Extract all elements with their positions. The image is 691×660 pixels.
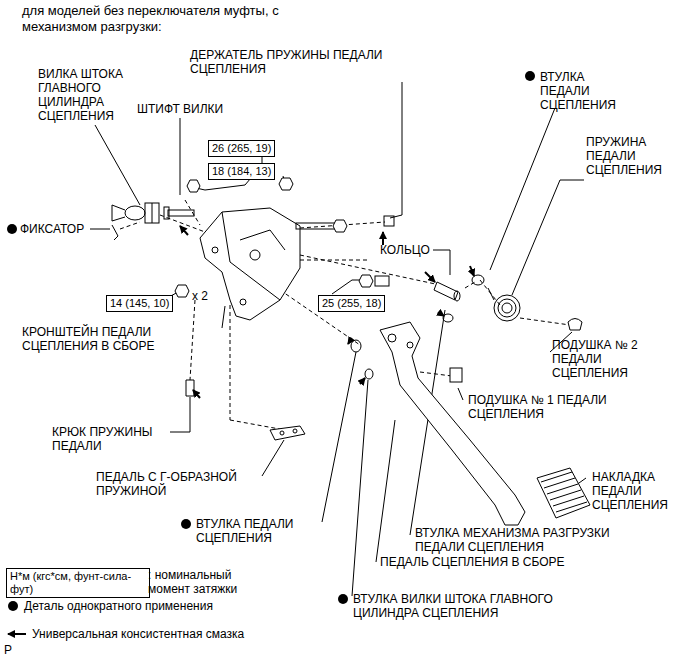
- torque-value: 26 (265, 19): [212, 142, 271, 154]
- part-label: КОЛЬЦО: [380, 243, 435, 257]
- torque-box: Н*м (кгс*см, фунт-сила-фут): [6, 568, 150, 598]
- torque-box: 25 (255, 18): [318, 295, 385, 312]
- part-label: ПОДУШКА № 1 ПЕДАЛИ СЦЕПЛЕНИЯ: [468, 393, 638, 421]
- part-label: ВИЛКА ШТОКА ГЛАВНОГО ЦИЛИНДРА СЦЕПЛЕНИЯ: [38, 67, 150, 123]
- part-label: ПЕДАЛЬ С Г-ОБРАЗНОЙ ПРУЖИНОЙ: [96, 470, 266, 498]
- part-label: ВТУЛКА ВИЛКИ ШТОКА ГЛАВНОГО ЦИЛИНДРА СЦЕ…: [353, 592, 563, 620]
- legend-text: Универсальная консистентная смазка: [32, 627, 332, 641]
- part-label: x 2: [192, 289, 222, 303]
- part-label: ШТИФТ ВИЛКИ: [137, 102, 237, 116]
- part-label: ВТУЛКА МЕХАНИЗМА РАЗГРУЗКИ ПЕДАЛИ СЦЕПЛЕ…: [415, 526, 630, 554]
- part-label: ПЕДАЛЬ СЦЕПЛЕНИЯ В СБОРЕ: [380, 555, 590, 569]
- torque-value: 25 (255, 18): [322, 297, 381, 309]
- part-label: КРЮК ПРУЖИНЫ ПЕДАЛИ: [52, 425, 172, 453]
- part-label: НАКЛАДКА ПЕДАЛИ СЦЕПЛЕНИЯ: [592, 470, 680, 512]
- part-label: : номинальный момент затяжки: [148, 568, 258, 596]
- torque-box: 26 (265, 19): [208, 140, 275, 157]
- part-label: ВТУЛКА ПЕДАЛИ СЦЕПЛЕНИЯ: [540, 70, 632, 112]
- part-label: ПРУЖИНА ПЕДАЛИ СЦЕПЛЕНИЯ: [586, 135, 674, 177]
- part-label: ПОДУШКА № 2 ПЕДАЛИ СЦЕПЛЕНИЯ: [552, 338, 657, 380]
- torque-box: 18 (184, 13): [208, 163, 275, 180]
- part-label: ДЕРЖАТЕЛЬ ПРУЖИНЫ ПЕДАЛИ СЦЕПЛЕНИЯ: [190, 48, 420, 76]
- torque-value: 18 (184, 13): [212, 165, 271, 177]
- diagram-title: для моделей без переключателя муфты, с м…: [22, 3, 352, 35]
- part-label: ВТУЛКА ПЕДАЛИ СЦЕПЛЕНИЯ: [196, 517, 341, 545]
- torque-value: Н*м (кгс*см, фунт-сила-фут): [10, 570, 131, 595]
- torque-box: 14 (145, 10): [106, 295, 173, 312]
- part-label: P: [4, 643, 19, 657]
- part-label: КРОНШТЕЙН ПЕДАЛИ СЦЕПЛЕНИЯ В СБОРЕ: [22, 325, 222, 353]
- part-label: ФИКСАТОР: [20, 222, 95, 236]
- torque-value: 14 (145, 10): [110, 297, 169, 309]
- legend-text: Деталь однократного применения: [24, 599, 324, 613]
